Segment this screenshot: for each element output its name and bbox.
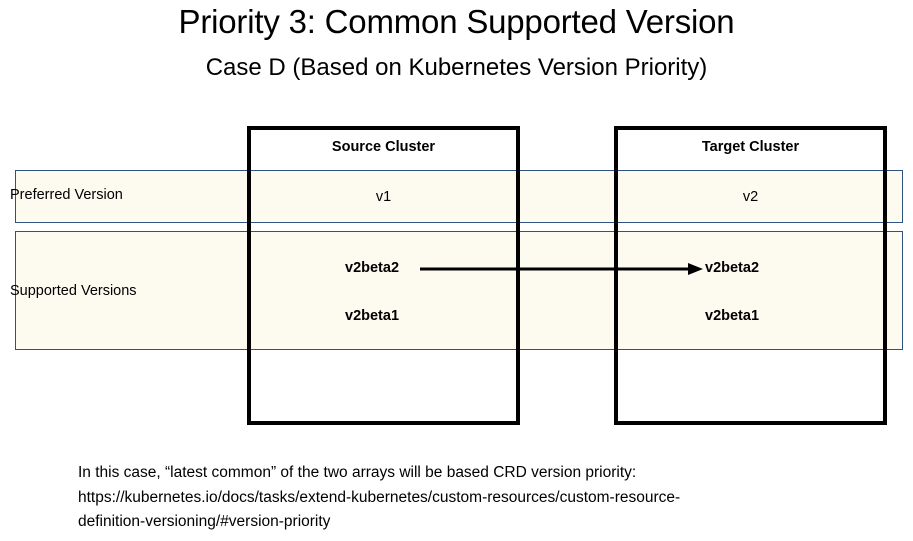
caption-line-1: In this case, “latest common” of the two… [78, 464, 637, 481]
version-match-arrow-icon [420, 263, 703, 275]
caption-block: In this case, “latest common” of the two… [78, 461, 868, 535]
row-label-preferred-version: Preferred Version [10, 187, 123, 203]
target-cluster-title: Target Cluster [701, 139, 800, 155]
source-cluster-title: Source Cluster [331, 139, 436, 155]
target-supported-version-1: v2beta1 [705, 308, 760, 324]
source-supported-version-0: v2beta2 [345, 260, 400, 276]
source-cluster-header-background [251, 130, 516, 170]
page-subtitle: Case D (Based on Kubernetes Version Prio… [205, 54, 708, 81]
target-cluster-footer-background [618, 350, 883, 421]
source-supported-version-1: v2beta1 [345, 308, 400, 324]
source-cluster-box [247, 126, 520, 425]
target-cluster-header-background [618, 130, 883, 170]
row-label-supported-versions: Supported Versions [10, 283, 137, 299]
target-cluster-box [614, 126, 887, 425]
source-preferred-version-value: v1 [375, 189, 392, 205]
target-supported-version-0: v2beta2 [705, 260, 760, 276]
page-title: Priority 3: Common Supported Version [178, 3, 735, 40]
table-row-supported-versions [15, 231, 903, 350]
source-cluster-footer-background [251, 350, 516, 421]
table-row-preferred-version [15, 170, 903, 223]
caption-line-2: https://kubernetes.io/docs/tasks/extend-… [78, 488, 681, 506]
caption-line-3: definition-versioning/#version-priority [78, 513, 331, 530]
target-preferred-version-value: v2 [742, 189, 759, 205]
